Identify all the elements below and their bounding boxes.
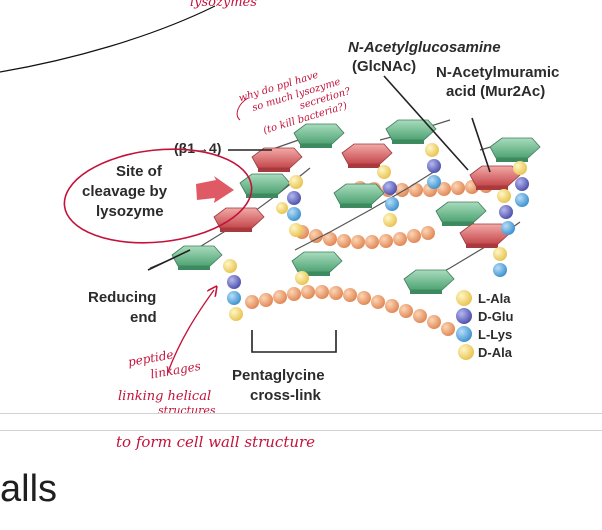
mur2ac-sugar <box>469 165 521 191</box>
bond-label: (β1→4) <box>174 140 221 156</box>
cleavage-site-label: Site of <box>116 163 163 180</box>
d-ala-label: D-Ala <box>478 345 513 360</box>
handwritten-peptide-line3: linking helical <box>118 389 211 404</box>
glcnac-sugar <box>293 123 345 149</box>
mur2ac-abbrev: acid (Mur2Ac) <box>446 83 545 100</box>
mur2ac-label: N-Acetylmuramic <box>436 64 559 81</box>
handwritten-stroke <box>0 5 216 73</box>
svg-text:lysozyme: lysozyme <box>96 203 164 220</box>
cleavage-arrow <box>196 176 234 203</box>
glcnac-sugar <box>403 269 455 295</box>
pentaglycine-label: Pentaglycine <box>232 367 325 384</box>
svg-text:end: end <box>130 309 157 326</box>
handwritten-arrow <box>167 290 214 373</box>
handwritten-bottom-note: to form cell wall structure <box>116 433 315 451</box>
handwritten-circle <box>63 148 253 244</box>
glcnac-label: N-Acetylglucosamine <box>348 39 501 56</box>
d-glu-bead <box>456 308 472 324</box>
l-ala-label: L-Ala <box>478 291 511 306</box>
mur2ac-sugar <box>213 207 265 233</box>
divider-top <box>0 413 602 414</box>
handwritten-peptide-note: peptide linkages <box>127 347 202 381</box>
svg-text:cross-link: cross-link <box>250 387 322 404</box>
reducing-end-label: Reducing <box>88 289 156 306</box>
glcnac-sugar <box>333 183 385 209</box>
glcnac-abbrev: (GlcNAc) <box>352 58 416 75</box>
divider-bottom <box>0 430 602 431</box>
glcnac-sugar <box>385 119 437 145</box>
handwritten-bracket <box>236 97 249 121</box>
mur2ac-sugar <box>251 147 303 173</box>
l-ala-bead <box>456 290 472 306</box>
d-glu-label: D-Glu <box>478 309 513 324</box>
leader-lines <box>147 75 491 353</box>
l-lys-label: L-Lys <box>478 327 512 342</box>
d-ala-bead <box>458 344 474 360</box>
l-lys-bead <box>456 326 472 342</box>
handwritten-peptide-line4: structures <box>158 404 216 417</box>
glcnac-sugar <box>435 201 487 227</box>
svg-text:cleavage by: cleavage by <box>82 183 168 200</box>
tetrapeptide-stems <box>223 143 529 360</box>
glcnac-sugar <box>489 137 541 163</box>
section-title: alls <box>0 468 58 510</box>
handwritten-lysozymes: lysozymes <box>190 0 257 10</box>
mur2ac-sugar <box>341 143 393 169</box>
glcnac-sugar <box>171 245 223 271</box>
glcnac-sugar <box>239 173 291 199</box>
